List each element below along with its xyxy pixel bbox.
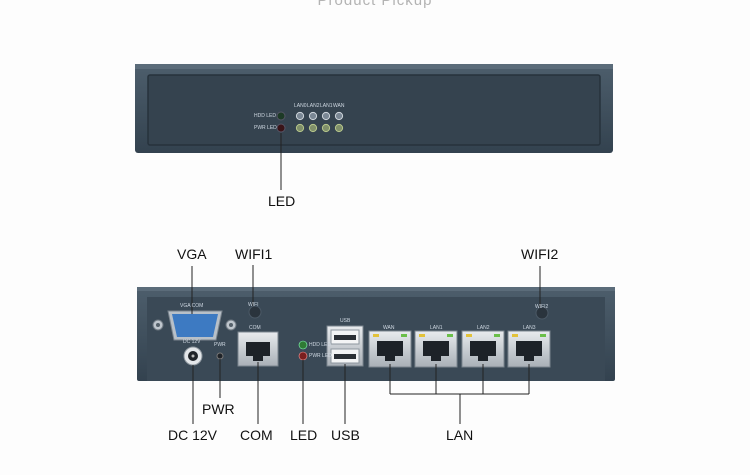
hdd-led-front-icon (276, 111, 286, 121)
port-led-icon (295, 123, 305, 133)
dc-jack (183, 346, 203, 366)
wifi2-antenna-icon (535, 306, 549, 320)
panel-label-com: COM (249, 325, 261, 331)
panel-label-pwr-led: PWR LED (309, 353, 332, 359)
com-port (237, 331, 279, 367)
front-led-callout: LED (268, 193, 296, 209)
port-led-icon (334, 123, 344, 133)
pwr-led-front-icon (276, 123, 286, 133)
lan-callout: LAN (446, 427, 474, 443)
rear-callout-lines (191, 265, 541, 424)
page-title: Product Pickup (317, 0, 433, 9)
front-hdd-led-label: HDD LED (254, 113, 276, 119)
panel-label-hdd-led: HDD LED (309, 342, 331, 348)
usb-ports (326, 325, 364, 367)
panel-label-lan1: LAN1 (430, 325, 443, 331)
vga-port (152, 310, 237, 341)
port-led-icon (321, 123, 331, 133)
hdd-led-rear-icon (298, 340, 308, 350)
front-port-led-label: LAN2 (307, 103, 320, 109)
lan3-port (507, 330, 551, 368)
panel-label-vga-com: VGA COM (180, 303, 204, 309)
pwr-led-rear-icon (298, 351, 308, 361)
front-chassis (135, 64, 613, 153)
com-callout: COM (240, 427, 273, 443)
led-callout: LED (290, 427, 318, 443)
vga-callout: VGA (177, 246, 207, 262)
front-port-led-label: LAN1 (320, 103, 333, 109)
wan-port (368, 330, 412, 368)
front-port-led-label: WAN (333, 103, 345, 109)
wifi1-callout: WIFI1 (235, 246, 273, 262)
port-led-icon (334, 111, 344, 121)
panel-label-lan2: LAN2 (477, 325, 490, 331)
front-port-leds (295, 111, 344, 133)
wifi1-antenna-icon (248, 305, 262, 319)
port-led-icon (295, 111, 305, 121)
wifi2-callout: WIFI2 (521, 246, 559, 262)
usb-callout: USB (331, 427, 360, 443)
panel-label-pwr: PWR (214, 342, 226, 348)
panel-label-dc: DC 12V (183, 339, 201, 345)
panel-label-lan3: LAN3 (523, 325, 536, 331)
dc-callout: DC 12V (168, 427, 218, 443)
port-led-icon (321, 111, 331, 121)
pwr-callout: PWR (202, 401, 235, 417)
front-port-led-label: LAN0 (294, 103, 307, 109)
front-pwr-led-label: PWR LED (254, 125, 277, 131)
lan2-port (461, 330, 505, 368)
panel-label-wan: WAN (383, 325, 395, 331)
pwr-button-icon (216, 352, 224, 360)
panel-label-wifi1: WIFI (248, 302, 259, 308)
port-led-icon (308, 123, 318, 133)
lan1-port (414, 330, 458, 368)
panel-label-usb: USB (340, 318, 351, 324)
port-led-icon (308, 111, 318, 121)
panel-label-wifi2: WIFI2 (535, 304, 549, 310)
